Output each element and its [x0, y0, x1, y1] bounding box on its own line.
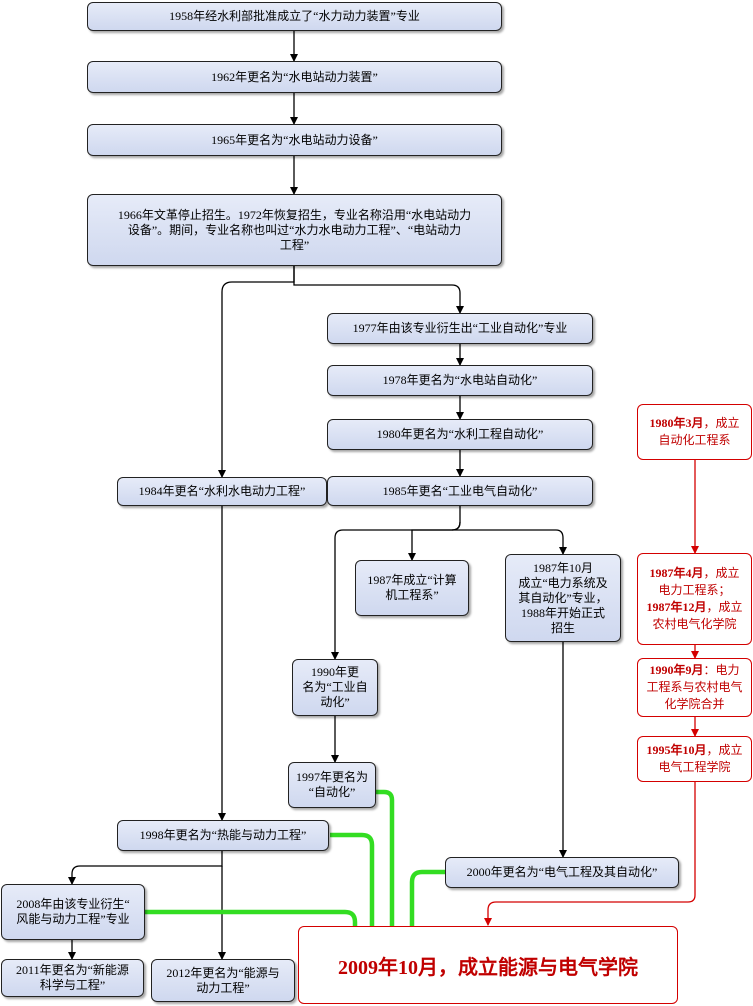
- red-node-1995: 1995年10月，成立 电气工程学院: [637, 736, 752, 782]
- arrow-1985-1990: [331, 521, 461, 660]
- node-1962: 1962年更名为“水电站动力装置”: [87, 61, 502, 93]
- node-1958: 1958年经水利部批准成立了“水力动力装置”专业: [87, 2, 502, 31]
- node-2011: 2011年更名为“新能源科学与工程”: [1, 959, 144, 997]
- node-2000: 2000年更名为“电气工程及其自动化”: [445, 857, 679, 888]
- green-link-1997: [376, 789, 395, 926]
- node-1987-computer: 1987年成立“计算机工程系”: [355, 560, 469, 616]
- red-line: 1980年3月，成立: [649, 416, 740, 430]
- node-1997: 1997年更名为“自动化”: [288, 762, 376, 808]
- arrow-1985-1987b: [452, 529, 567, 555]
- red-node-1980: 1980年3月，成立 自动化工程系: [637, 404, 752, 460]
- green-link-2008: [145, 909, 358, 926]
- node-2012: 2012年更名为“能源与动力工程”: [151, 959, 295, 1002]
- red-line: 电力工程系；: [658, 583, 731, 597]
- node-1978: 1978年更名为“水电站自动化”: [327, 365, 593, 396]
- red-line: 1987年4月，成立: [649, 566, 740, 580]
- red-node-1990: 1990年9月：电力 工程系与农村电气 化学院合并: [637, 658, 752, 717]
- node-1998: 1998年更名为“热能与动力工程”: [117, 820, 329, 851]
- red-line: 农村电气化学院: [652, 617, 737, 631]
- arrow-1966-1984: [218, 266, 295, 478]
- red-line: 自动化工程系: [658, 433, 731, 447]
- red-node-1987: 1987年4月，成立 电力工程系； 1987年12月，成立 农村电气化学院: [637, 553, 752, 645]
- node-1966: 1966年文革停止招生。1972年恢复招生，专业名称沿用“水电站动力设备”。期间…: [87, 194, 502, 266]
- red-line: 1987年12月，成立: [646, 600, 743, 614]
- green-link-1998: [330, 832, 375, 926]
- red-line: 工程系与农村电气: [646, 680, 743, 694]
- red-line: 电气工程学院: [658, 760, 731, 774]
- node-1965: 1965年更名为“水电站动力设备”: [87, 124, 502, 156]
- node-1985: 1985年更名“工业电气自动化”: [327, 476, 593, 506]
- arrow-1985-1987a: [408, 506, 461, 561]
- node-1987-power: 1987年10月成立“电力系统及其自动化”专业，1988年开始正式招生: [505, 554, 621, 642]
- node-1990: 1990年更名为“工业自动化”: [292, 659, 378, 716]
- final-node-2009: 2009年10月，成立能源与电气学院: [298, 926, 678, 1004]
- red-line: 1990年9月：电力: [649, 663, 740, 677]
- red-line: 化学院合并: [664, 697, 725, 711]
- arrow-1966-1977: [293, 266, 464, 314]
- node-1977: 1977年由该专业衍生出“工业自动化”专业: [327, 313, 593, 344]
- node-2008: 2008年由该专业衍生“风能与动力工程”专业: [1, 884, 145, 940]
- arrow-1998-2008: [68, 851, 223, 885]
- node-1984: 1984年更名“水利水电动力工程”: [117, 477, 327, 506]
- node-1980: 1980年更名为“水利工程自动化”: [327, 419, 593, 450]
- green-link-2000: [409, 869, 445, 926]
- red-arrow-1995-2009: [484, 755, 696, 926]
- red-line: 1995年10月，成立: [646, 743, 743, 757]
